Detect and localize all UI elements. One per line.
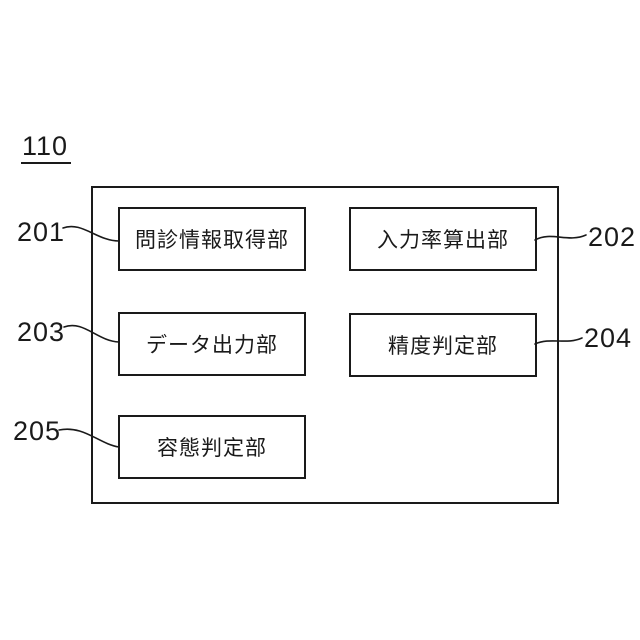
block-label: 入力率算出部 [377, 229, 509, 252]
block-label: 精度判定部 [388, 335, 498, 358]
block-accuracy-determination: 精度判定部 [349, 313, 537, 377]
reference-numeral-203: 203 [17, 317, 66, 347]
block-label: 容態判定部 [157, 437, 267, 460]
block-interview-info-acquisition: 問診情報取得部 [118, 207, 306, 271]
block-label: 問診情報取得部 [135, 229, 289, 252]
reference-numeral-201: 201 [17, 217, 66, 247]
reference-numeral-205: 205 [13, 416, 62, 446]
block-label: データ出力部 [146, 334, 278, 357]
figure-reference-label: 110 [21, 131, 72, 164]
reference-numeral-204: 204 [584, 323, 633, 353]
block-data-output: データ出力部 [118, 312, 306, 376]
block-input-rate-calculation: 入力率算出部 [349, 207, 537, 271]
reference-numeral-202: 202 [588, 222, 637, 252]
block-condition-determination: 容態判定部 [118, 415, 306, 479]
